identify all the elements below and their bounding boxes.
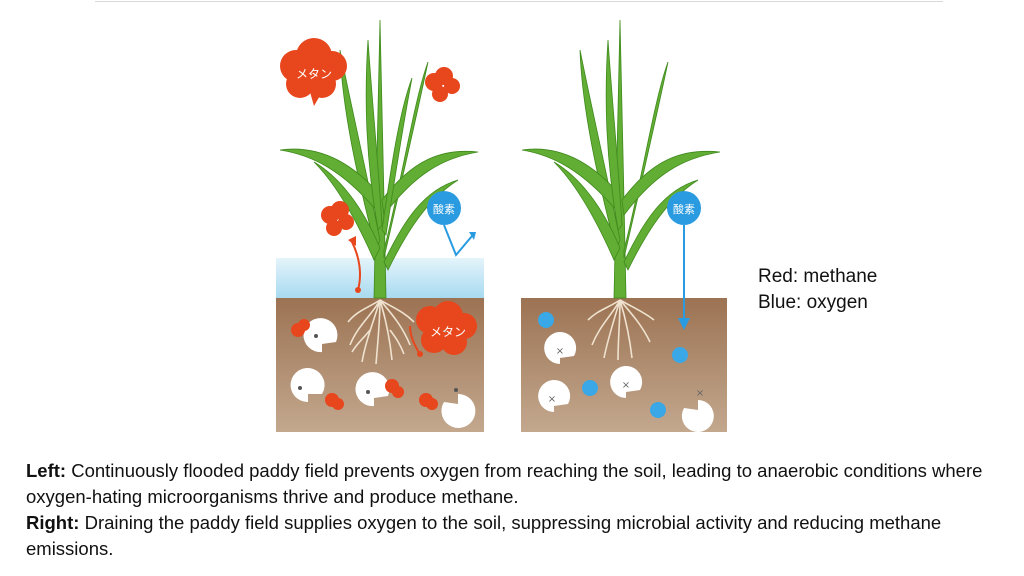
caption-left-heading: Left:	[26, 460, 67, 481]
methane-label-top: メタン	[296, 67, 332, 81]
caption-right-heading: Right:	[26, 512, 80, 533]
oxygen-bubble-left	[427, 191, 461, 225]
caption-right-text: Draining the paddy field supplies oxygen…	[26, 512, 942, 559]
plant-roots	[347, 299, 415, 365]
caption-left: Left: Continuously flooded paddy field p…	[26, 458, 1016, 510]
legend-methane: Red: methane	[758, 266, 878, 287]
drained-paddy-illustration: 酸素 × × × ×	[514, 0, 744, 440]
top-divider	[95, 1, 943, 2]
oxygen-deflect-arrow	[443, 224, 473, 257]
methane-cloud-rising	[321, 201, 354, 236]
rice-plant	[521, 19, 721, 299]
anaerobic-microbes	[290, 318, 476, 428]
svg-text:×: ×	[622, 380, 630, 391]
svg-text:×: ×	[556, 346, 564, 357]
rice-plant	[279, 19, 479, 299]
legend-oxygen: Blue: oxygen	[758, 292, 868, 313]
oxygen-label-right: 酸素	[673, 202, 695, 216]
methane-label-soil: メタン	[430, 325, 466, 339]
color-legend: Red: methane Blue: oxygen	[758, 264, 877, 316]
figure-caption: Left: Continuously flooded paddy field p…	[26, 458, 1016, 562]
oxygen-particles	[538, 312, 688, 418]
caption-right: Right: Draining the paddy field supplies…	[26, 510, 1016, 562]
oxygen-label-left: 酸素	[433, 202, 455, 216]
methane-cloud-small	[425, 67, 460, 102]
svg-text:×: ×	[696, 388, 704, 399]
caption-left-text: Continuously flooded paddy field prevent…	[26, 460, 983, 507]
flooded-paddy-illustration: メタン 酸素 メタン	[262, 0, 500, 440]
suppressed-microbes: × × × ×	[538, 332, 714, 432]
methane-cloud-soil	[416, 301, 477, 355]
svg-text:×: ×	[548, 394, 556, 405]
methane-rise-arrow	[351, 241, 361, 291]
oxygen-bubble-right	[667, 191, 701, 225]
methane-cloud-large	[280, 38, 347, 106]
plant-roots	[587, 299, 655, 361]
